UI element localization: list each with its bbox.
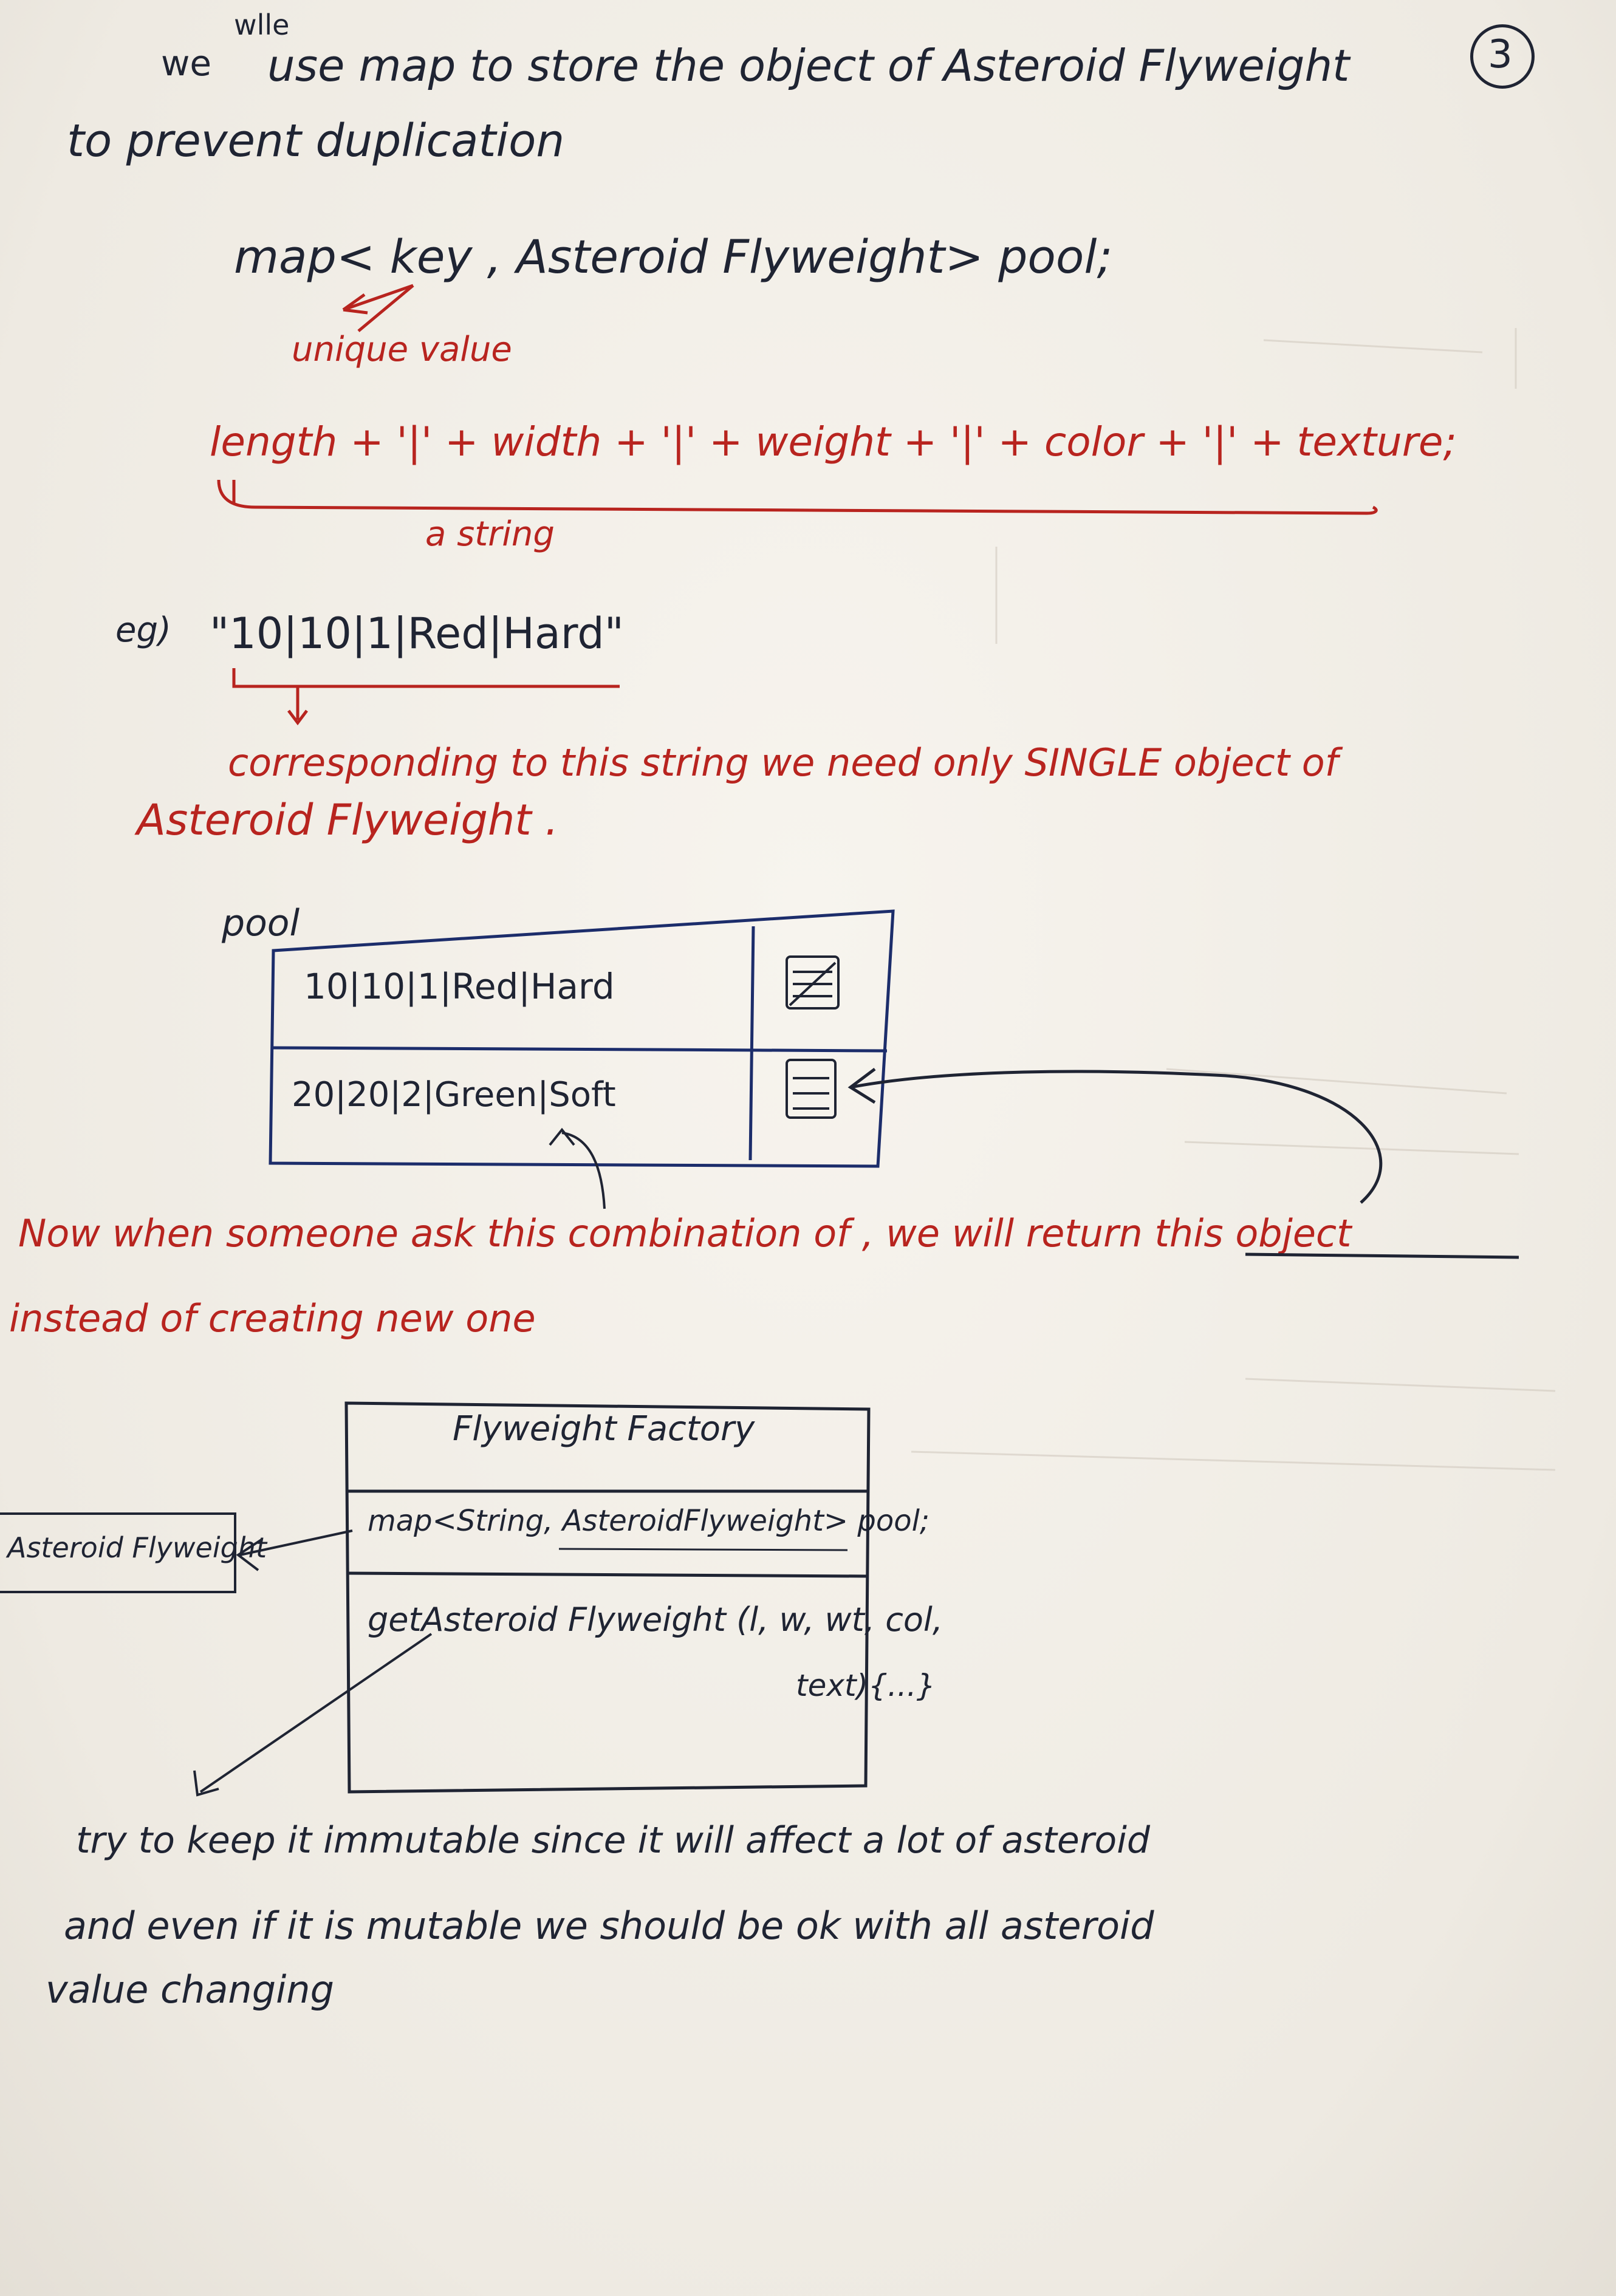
return-object-arrow bbox=[847, 1068, 1383, 1204]
bleed-through-marks bbox=[911, 328, 1556, 1471]
pool-label: pool bbox=[222, 902, 300, 945]
this-object-underline bbox=[1245, 1252, 1519, 1259]
page-number-circle bbox=[1470, 24, 1535, 89]
factory-title: Flyweight Factory bbox=[453, 1409, 755, 1449]
flyweight-factory-box bbox=[344, 1401, 871, 1794]
key-to-unique-arrow bbox=[342, 284, 414, 332]
asteroid-flyweight-box bbox=[0, 1512, 236, 1593]
footer-line-1: try to keep it immutable since it will a… bbox=[76, 1819, 1150, 1862]
a-string-label: a string bbox=[425, 514, 555, 554]
factory-to-asteroid-arrow bbox=[236, 1529, 353, 1571]
key-formula: length + '|' + width + '|' + weight + '|… bbox=[210, 419, 1457, 465]
pool-table bbox=[269, 909, 895, 1168]
map-declaration: map< key , Asteroid Flyweight> pool; bbox=[234, 230, 1113, 284]
formula-underline bbox=[217, 479, 1378, 515]
intro-will: wlle bbox=[234, 9, 290, 41]
intro-line-2: to prevent duplication bbox=[67, 115, 565, 167]
pool-object-icon-1 bbox=[786, 955, 840, 1010]
now-line-2: instead of creating new one bbox=[9, 1296, 536, 1341]
pool-object-icon-2 bbox=[786, 1059, 837, 1119]
corresponding-line-1: corresponding to this string we need onl… bbox=[228, 740, 1338, 785]
footer-line-2: and even if it is mutable we should be o… bbox=[64, 1904, 1154, 1948]
pool-row-2-key: 20|20|2|Green|Soft bbox=[292, 1075, 616, 1115]
factory-field: map<String, AsteroidFlyweight> pool; bbox=[368, 1504, 930, 1538]
intro-line-1: use map to store the object of Asteroid … bbox=[267, 40, 1350, 91]
corresponding-line-2: Asteroid Flyweight . bbox=[137, 795, 559, 845]
combination-arrow bbox=[549, 1127, 606, 1209]
example-label: eg) bbox=[115, 610, 171, 650]
factory-method-line-1: getAsteroid Flyweight (l, w, wt, col, bbox=[368, 1601, 943, 1639]
example-value: "10|10|1|Red|Hard" bbox=[210, 609, 624, 658]
footer-line-3: value changing bbox=[46, 1967, 334, 2012]
map-value-underline bbox=[558, 1548, 848, 1551]
example-bracket bbox=[232, 668, 620, 726]
asteroid-flyweight-label: Asteroid Flyweight bbox=[7, 1531, 267, 1564]
factory-to-footer-arrow bbox=[193, 1633, 433, 1797]
unique-value-label: unique value bbox=[292, 330, 512, 369]
now-line-1: Now when someone ask this combination of… bbox=[18, 1211, 1352, 1256]
page-number: 3 bbox=[1488, 32, 1513, 77]
intro-we: we bbox=[161, 43, 212, 84]
pool-row-1-key: 10|10|1|Red|Hard bbox=[304, 966, 615, 1007]
